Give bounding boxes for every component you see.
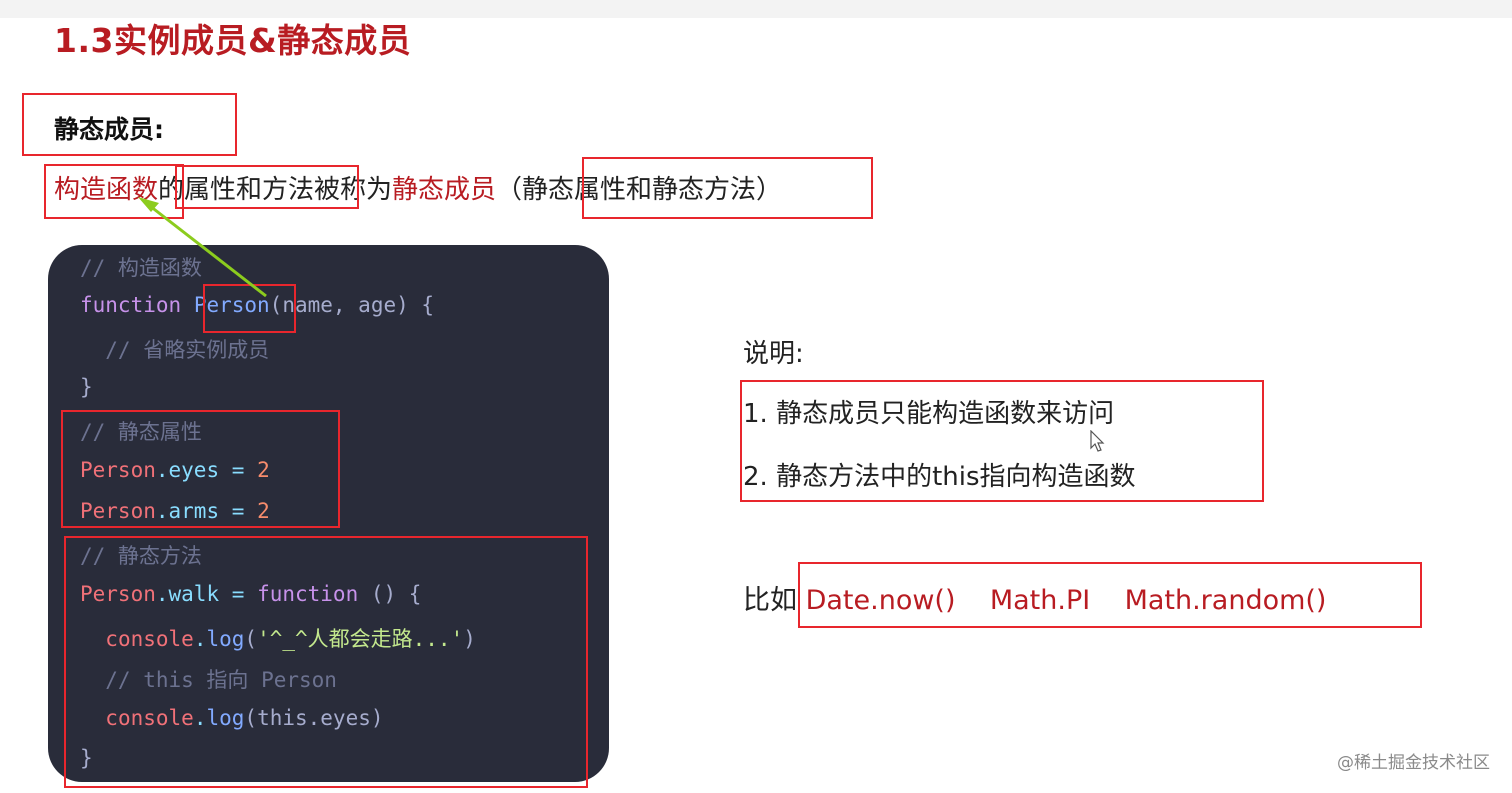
watermark: @稀土掘金技术社区 <box>1337 753 1490 773</box>
explanation-item-2: 2. 静态方法中的this指向构造函数 <box>743 462 1136 492</box>
code-comment: // 静态方法 <box>80 544 202 568</box>
example-line: 比如 Date.now() Math.PI Math.random() <box>743 578 1326 617</box>
code-block <box>48 245 609 782</box>
top-bar <box>0 0 1512 18</box>
mouse-cursor-icon <box>1090 430 1105 452</box>
code-line-1: // 构造函数 <box>80 252 202 282</box>
example-highlight-box <box>798 562 1422 628</box>
static-method-highlight-box <box>64 536 588 788</box>
property-method-highlight-box <box>175 165 359 209</box>
code-comment: // 构造函数 <box>80 256 202 280</box>
description-paren: （静态属性和静态方法） <box>496 175 783 205</box>
code-line-5: // 静态属性 <box>80 416 202 446</box>
code-line-6: Person.eyes = 2 <box>80 458 270 482</box>
example-prefix: 比如 <box>743 585 797 616</box>
code-brace: } <box>80 746 93 770</box>
code-line-7: Person.arms = 2 <box>80 499 270 523</box>
subtitle: 静态成员: <box>54 115 164 144</box>
code-line-10: console.log('^_^人都会走路...') <box>105 627 476 651</box>
example-api-math-random: Math.random() <box>1124 585 1327 616</box>
code-line-13: } <box>80 746 93 770</box>
code-brace: } <box>80 375 93 399</box>
explanation-item-1: 1. 静态成员只能构造函数来访问 <box>743 399 1115 429</box>
subtitle-box <box>22 93 237 156</box>
example-api-math-pi: Math.PI <box>989 585 1091 616</box>
static-properties-highlight-box <box>61 410 340 528</box>
code-comment: // 省略实例成员 <box>80 338 270 362</box>
code-line-8: // 静态方法 <box>80 540 202 570</box>
code-comment: // 静态属性 <box>80 420 202 444</box>
code-line-4: } <box>80 375 93 399</box>
code-line-2: function Person(name, age) { <box>80 293 435 317</box>
explanation-label: 说明: <box>743 339 804 369</box>
constructor-highlight-box <box>44 164 184 219</box>
code-line-12: console.log(this.eyes) <box>105 706 384 730</box>
explanation-highlight-box <box>740 380 1264 502</box>
code-line-9: Person.walk = function () { <box>80 582 422 606</box>
description-static-members: 静态成员 <box>392 175 497 205</box>
code-comment: // this 指向 Person <box>80 668 337 692</box>
static-props-methods-highlight-box <box>582 157 873 219</box>
description-line: 构造函数的属性和方法被称为静态成员（静态属性和静态方法） <box>54 169 782 206</box>
code-line-3: // 省略实例成员 <box>80 334 269 364</box>
code-line-11: // this 指向 Person <box>80 664 337 694</box>
page-title: 1.3实例成员&静态成员 <box>54 21 412 60</box>
example-api-date-now: Date.now() <box>805 585 956 616</box>
description-middle: 的属性和方法被称为 <box>158 175 393 205</box>
